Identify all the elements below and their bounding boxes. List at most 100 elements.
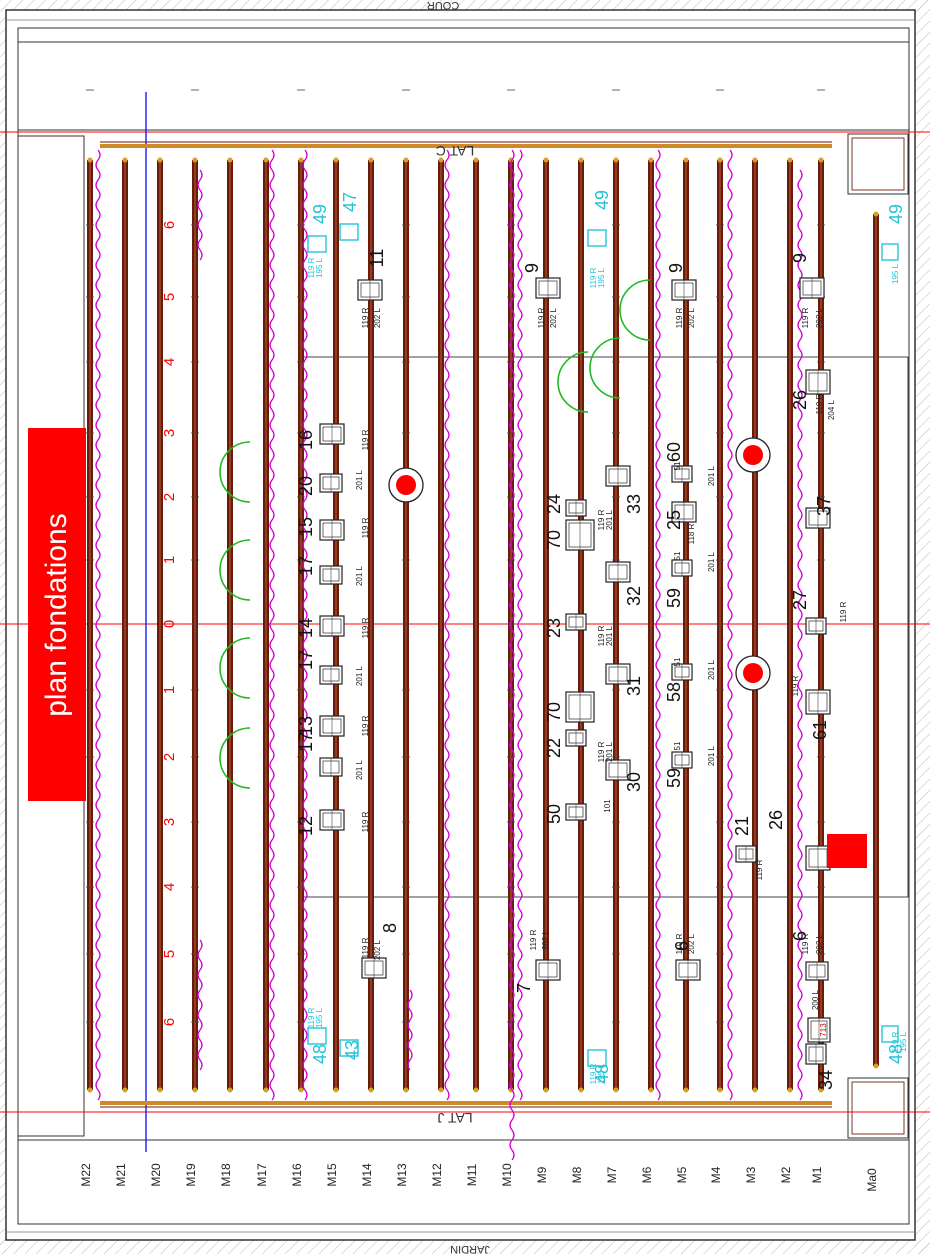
rail-end (403, 1087, 409, 1093)
spec-label-r119: 119 R (529, 929, 538, 950)
motor-number: 26 (766, 810, 786, 830)
ruler-mark: 6 (161, 221, 178, 229)
wave-group (95, 149, 803, 1161)
rail-end (333, 1087, 339, 1093)
spec-label-r119: 119 R (801, 307, 810, 328)
motor-number: 50 (544, 804, 564, 824)
rail-end (368, 157, 374, 163)
rail-end (438, 157, 444, 163)
rail-label-m8: M8 (570, 1166, 584, 1183)
motor-number: 17 (296, 732, 316, 752)
rail-end (752, 157, 758, 163)
motor-number: 60 (664, 442, 684, 462)
rail-end (578, 157, 584, 163)
curtain-wave (444, 149, 450, 1101)
motor-number: 6 (672, 941, 692, 951)
motor-number: 24 (544, 494, 564, 514)
spec-label-r119: 119 R (307, 1007, 316, 1028)
cyan-unit-number: 48 (886, 1044, 906, 1064)
motor-number: 30 (624, 772, 644, 792)
motor-number: 26 (790, 390, 810, 410)
rail-label-m9: M9 (535, 1166, 549, 1183)
spec-label-r119: 119 R (815, 393, 824, 414)
door-arc (589, 337, 621, 399)
spec-label-l201: 201 L (605, 741, 614, 762)
spec-label-l201: 201 L (707, 659, 716, 680)
spec-label-r119: 119 R (361, 937, 370, 958)
upstage-band (17, 41, 910, 131)
motor-number: 16 (296, 430, 316, 450)
cyan-unit-number: 49 (310, 204, 330, 224)
motor-number: 17 (296, 556, 316, 576)
inner-boundary (17, 27, 910, 1225)
spec-label-n101: 101 (603, 799, 612, 813)
rail-label-m1: M1 (810, 1166, 824, 1183)
spec-label-l202: 202 L (549, 307, 558, 328)
rail-end (87, 157, 93, 163)
ruler-mark: 0 (161, 620, 178, 628)
rail-label-m5: M5 (675, 1166, 689, 1183)
motor-number: 8 (380, 923, 400, 933)
curtain-wave (509, 149, 515, 1161)
rail-label-m4: M4 (709, 1166, 723, 1183)
cyan-unit-number: 48 (310, 1044, 330, 1064)
rail-label-m20: M20 (149, 1163, 163, 1187)
door-arc (219, 637, 251, 699)
spec-label-r119: 119 R (361, 307, 370, 328)
spec-label-r119: 119 R (307, 257, 316, 278)
spec-label-l201: 201 L (355, 665, 364, 686)
corner-box-bottom-inner (851, 1081, 905, 1135)
motor-number: 15 (296, 517, 316, 537)
cyan-unit (339, 1039, 359, 1057)
rail-end (787, 1087, 793, 1093)
rail-end (298, 1087, 304, 1093)
ruler-mark: 5 (161, 950, 178, 958)
motor-number: 61 (810, 720, 830, 740)
spec-label-l200: 200 L (811, 989, 820, 1010)
rail-end (683, 157, 689, 163)
red-guide-lines (0, 131, 930, 1113)
motor-number: 17 (296, 650, 316, 670)
lat-bar-top (100, 141, 832, 148)
ruler-mark: 2 (161, 493, 178, 501)
spec-label-r118: 118 R (687, 523, 696, 544)
spec-label-l195: 195 L (315, 1007, 324, 1028)
red-marker-square (827, 834, 867, 868)
door-arc (219, 539, 251, 601)
rail-end (403, 157, 409, 163)
rail-end (873, 1063, 879, 1069)
ruler-mark: 1 (161, 556, 178, 564)
curtain-wave (655, 149, 661, 1101)
spec-label-l195: 195 L (597, 1063, 606, 1084)
rail-end (818, 1087, 824, 1093)
rail-label-m16: M16 (290, 1163, 304, 1187)
motor-number: 59 (664, 768, 684, 788)
target-dot (396, 475, 416, 495)
spec-label-m51: 51 (673, 551, 682, 560)
cyan-unit-number: 49 (886, 204, 906, 224)
rail-end (752, 1087, 758, 1093)
rail-end (717, 1087, 723, 1093)
rail-group (87, 157, 879, 1093)
curtain-wave (727, 149, 733, 1101)
rail-end (473, 157, 479, 163)
spec-label-l204: 204 L (827, 399, 836, 420)
rail-end (578, 1087, 584, 1093)
curtain-wave (95, 149, 101, 1101)
curtain-wave (407, 989, 413, 1071)
motor-number: 59 (664, 588, 684, 608)
door-arc (557, 351, 589, 413)
spec-label-r119: 119 R (589, 267, 598, 288)
cyan-unit (307, 235, 327, 253)
rail-end (368, 1087, 374, 1093)
spec-label-l195: 195 L (891, 263, 900, 284)
spec-label-r119: 119 R (755, 859, 764, 880)
spec-label-l202: 202 L (373, 939, 382, 960)
rail-label-m21: M21 (114, 1163, 128, 1187)
motor-number: 23 (544, 618, 564, 638)
cyan-unit (307, 1027, 327, 1045)
spec-label-m51: 51 (673, 461, 682, 470)
rail-end (818, 157, 824, 163)
rail-label-m3: M3 (744, 1166, 758, 1183)
